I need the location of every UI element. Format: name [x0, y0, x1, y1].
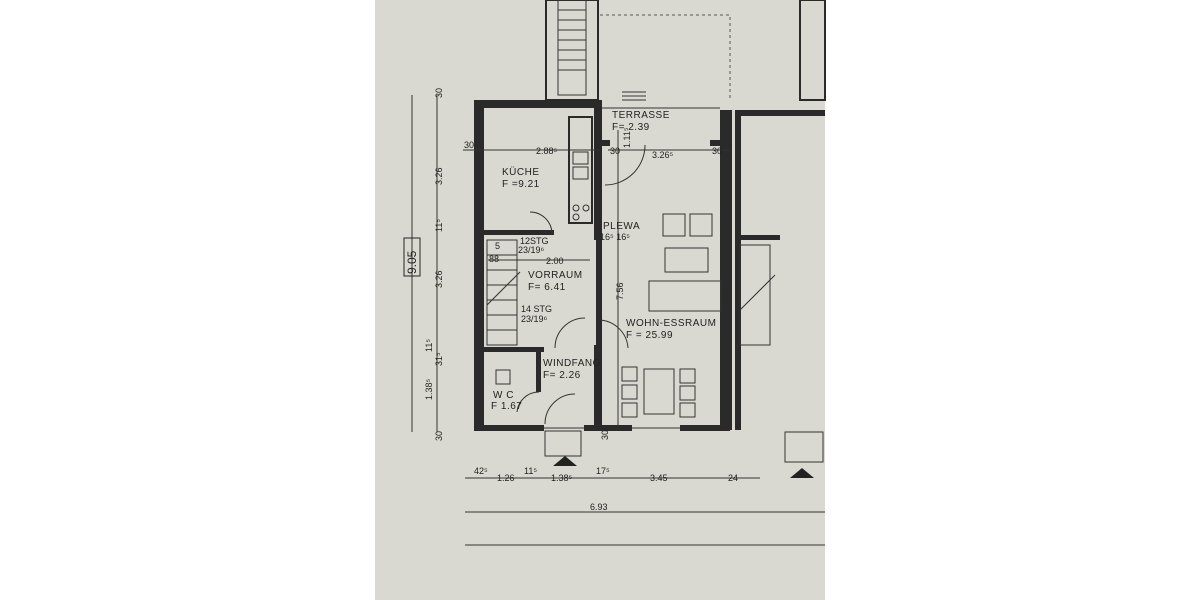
- dim-left-6: 1.38⁵: [424, 378, 434, 400]
- wc-door: [516, 391, 540, 413]
- terrace-steps: [622, 91, 646, 101]
- dim-bottom-0: 42⁵: [474, 466, 488, 476]
- terrasse-name: TERRASSE: [612, 110, 670, 121]
- wohn-name: WOHN-ESSRAUM: [626, 318, 716, 329]
- entrance-door: [544, 393, 576, 425]
- dim-living-depth: 7.56: [615, 282, 625, 300]
- dim-left-7: 30: [434, 431, 444, 441]
- dim-terrace-depth: 1.11⁵: [622, 127, 632, 148]
- kueche-name: KÜCHE: [502, 166, 540, 178]
- dim-bottom-3: 1.38⁵: [551, 473, 573, 483]
- dim-left-5: 31⁵: [434, 352, 444, 366]
- dim-vorraum-width: 2.00: [546, 256, 564, 266]
- living-door: [597, 319, 629, 349]
- dim-left-30: 30: [464, 140, 474, 150]
- furniture: [495, 213, 824, 478]
- total-height-box: 9.05: [403, 237, 421, 277]
- dim-total-width: 6.93: [590, 502, 608, 512]
- terrasse-area: F= 2.39: [612, 122, 650, 133]
- wc-area: F 1.67: [491, 401, 522, 412]
- kitchen-door: [529, 211, 553, 235]
- stairs-upper-ratio: 23/19⁶: [518, 245, 545, 255]
- dim-left-2: 11⁵: [434, 219, 444, 232]
- dim-stair-5: 5: [495, 241, 500, 251]
- total-height: 9.05: [405, 250, 419, 274]
- windfang-area: F= 2.26: [543, 370, 581, 381]
- dim-left-0: 30: [434, 88, 444, 98]
- dim-bottom-4: 17⁵: [596, 466, 610, 476]
- terrace-door: [604, 144, 646, 186]
- kitchen-counter: [568, 116, 593, 224]
- vorraum-door: [554, 317, 586, 349]
- walls: [474, 100, 825, 431]
- plewa-name: PLEWA: [603, 221, 640, 232]
- dim-bottom-1: 1.26: [497, 473, 515, 483]
- dim-bottom-30: 30: [600, 430, 610, 440]
- dim-bottom-6: 24: [728, 473, 738, 483]
- kueche-area: F =9.21: [502, 179, 540, 190]
- dim-mid-30: 30: [610, 146, 620, 156]
- dim-right-30: 30: [712, 146, 722, 156]
- stairs-lower: 14 STG: [521, 304, 552, 314]
- dim-bottom-5: 3.45: [650, 473, 668, 483]
- dim-left-3: 3.26: [434, 270, 444, 288]
- vorraum-name: VORRAUM: [528, 270, 583, 281]
- vorraum-area: F= 6.41: [528, 282, 566, 293]
- stairs-lower-ratio: 23/19⁶: [521, 314, 548, 324]
- dim-living-width: 3.26⁵: [652, 150, 674, 160]
- interior-stairs: [486, 239, 776, 346]
- dimension-lines: [411, 95, 825, 546]
- plewa-dims: 16⁵ 16⁵: [600, 232, 630, 242]
- dim-left-4: 11⁵: [424, 339, 434, 352]
- stairs-upper: 12STG: [520, 236, 549, 246]
- terrace-boundary: [600, 14, 731, 100]
- wc-name: W C: [493, 390, 514, 401]
- wohn-area: F = 25.99: [626, 330, 673, 341]
- dim-left-1: 3.26: [434, 167, 444, 185]
- dim-stair-width: 88: [489, 254, 499, 264]
- dim-bottom-2: 11⁵: [524, 466, 537, 476]
- windfang-name: WINDFANG: [543, 358, 601, 369]
- dim-kitchen-width: 2.88⁵: [536, 146, 558, 156]
